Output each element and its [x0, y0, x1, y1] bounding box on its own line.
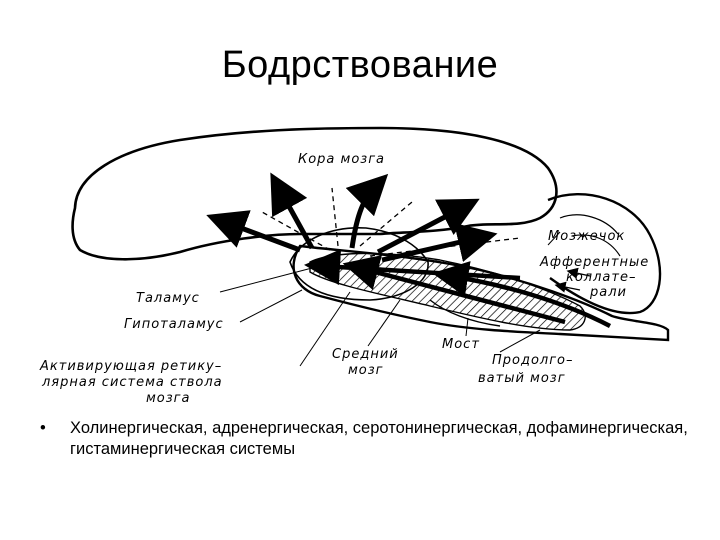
leader-thalamus	[219, 267, 313, 293]
label-medulla-1: Продолго–	[492, 353, 574, 368]
arrow-stem-3	[304, 249, 521, 286]
label-reticular-1: Активирующая ретику–	[39, 359, 222, 374]
label-reticular-2: лярная система ствола	[41, 375, 223, 390]
dashed-path-2	[331, 187, 339, 247]
arrow-cortex-4	[376, 198, 480, 255]
arrow-cortex-5	[381, 222, 498, 263]
dashed-path-3	[359, 201, 413, 247]
label-thalamus: Таламус	[136, 291, 200, 306]
cerebellum-folds	[559, 214, 621, 257]
dashed-path-1	[261, 211, 331, 251]
arrow-cortex-2	[270, 172, 315, 250]
leader-reticular	[299, 291, 351, 367]
collateral-arrow-2	[566, 267, 591, 279]
label-pons: Мост	[442, 337, 480, 352]
label-midbrain-2: мозг	[348, 363, 384, 378]
pons-outline	[429, 299, 501, 327]
label-midbrain-1: Средний	[332, 347, 399, 362]
arrow-stem-2	[432, 261, 612, 328]
label-hypothalamus: Гипоталамус	[124, 317, 224, 332]
label-afferent-2: коллате–	[566, 270, 636, 285]
slide-title: Бодрствование	[221, 44, 499, 86]
label-afferent-1: Афферентные	[539, 255, 649, 270]
label-reticular-3: мозга	[146, 391, 190, 406]
label-cerebellum: Мозжечок	[548, 229, 625, 244]
label-afferent-3: рали	[589, 285, 627, 300]
bullet-marker: •	[40, 419, 46, 437]
leader-medulla	[499, 329, 541, 353]
arrow-cortex-3	[345, 173, 389, 249]
cerebellum-outline	[547, 193, 662, 315]
leader-pons	[465, 317, 469, 337]
leader-hypothalamus	[239, 289, 303, 323]
label-medulla-2: ватый мозг	[478, 371, 566, 386]
bullet-list: • Холинергическая, адренергическая, серо…	[40, 418, 690, 460]
arrow-cortex-1	[206, 210, 301, 253]
cerebrum-outline	[71, 126, 558, 261]
collateral-arrow-1	[554, 281, 581, 293]
bullet-text: Холинергическая, адренергическая, серото…	[70, 419, 688, 458]
dashed-path-4	[369, 237, 521, 257]
bullet-item: • Холинергическая, адренергическая, серо…	[40, 418, 690, 460]
leader-midbrain	[367, 299, 401, 347]
leader-cerebellum	[547, 231, 561, 246]
label-cortex: Кора мозга	[298, 152, 385, 167]
